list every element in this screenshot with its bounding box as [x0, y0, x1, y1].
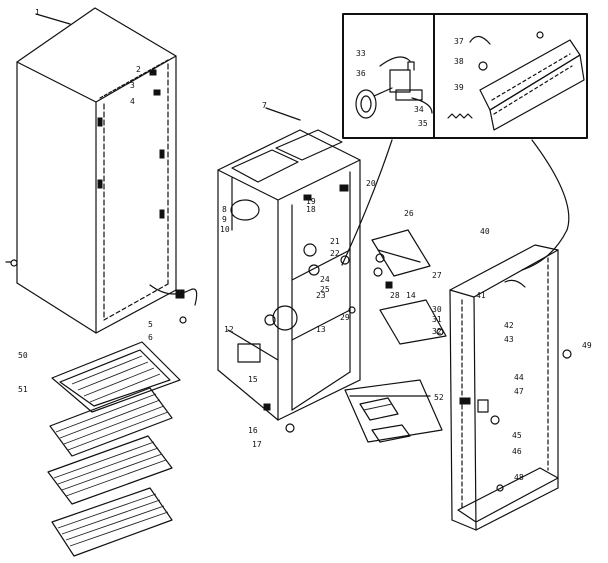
leader-lines [35, 13, 570, 397]
callout-46: 46 [512, 447, 522, 456]
callout-25: 25 [320, 285, 330, 294]
callout-4: 4 [130, 97, 135, 106]
wire-shelves [47, 387, 173, 557]
drip-tray [344, 379, 443, 443]
callout-21: 21 [330, 237, 340, 246]
callout-45: 45 [512, 431, 522, 440]
callout-19: 19 [306, 197, 316, 206]
callout-labels: 1 2 3 4 5 6 7 8 9 10 12 13 14 15 16 17 1… [18, 8, 592, 482]
callout-47: 47 [514, 387, 524, 396]
callout-39: 39 [454, 83, 464, 92]
callout-12: 12 [224, 325, 234, 334]
callout-22: 22 [330, 249, 340, 258]
callout-14: 14 [406, 291, 416, 300]
callout-8: 8 [222, 205, 227, 214]
callout-2: 2 [136, 65, 141, 74]
callout-26: 26 [404, 209, 414, 218]
callout-48: 48 [514, 473, 524, 482]
callout-23: 23 [316, 291, 326, 300]
callout-5: 5 [148, 320, 153, 329]
callout-9: 9 [222, 215, 227, 224]
freezer-door [449, 244, 572, 531]
evaporator-brackets [371, 229, 447, 345]
callout-49: 49 [582, 341, 592, 350]
callout-35: 35 [418, 119, 428, 128]
inner-liner [217, 129, 361, 433]
callout-10: 10 [220, 225, 230, 234]
callout-20: 20 [366, 179, 376, 188]
callout-51: 51 [18, 385, 28, 394]
callout-16: 16 [248, 426, 258, 435]
callout-34: 34 [414, 105, 424, 114]
callout-30: 30 [432, 305, 442, 314]
callout-37: 37 [454, 37, 464, 46]
callout-15: 15 [248, 375, 258, 384]
callout-50: 50 [18, 351, 28, 360]
callout-40: 40 [480, 227, 490, 236]
callout-33: 33 [356, 49, 366, 58]
callout-6: 6 [148, 333, 153, 342]
callout-17: 17 [252, 440, 262, 449]
callout-52: 52 [434, 393, 444, 402]
callout-29: 29 [340, 313, 350, 322]
callout-41: 41 [476, 291, 486, 300]
callout-44: 44 [514, 373, 524, 382]
ice-shelf [51, 341, 181, 413]
callout-3: 3 [130, 81, 135, 90]
callout-7: 7 [262, 101, 267, 110]
callout-13: 13 [316, 325, 326, 334]
outer-cabinet [5, 7, 198, 334]
callout-43: 43 [504, 335, 514, 344]
callout-28: 28 [390, 291, 400, 300]
callout-36: 36 [356, 69, 366, 78]
callout-38: 38 [454, 57, 464, 66]
callout-27: 27 [432, 271, 442, 280]
callout-24: 24 [320, 275, 330, 284]
callout-32: 32 [432, 327, 442, 336]
detail-inset [342, 13, 588, 139]
callout-1: 1 [35, 8, 40, 17]
callout-42: 42 [504, 321, 514, 330]
callout-18: 18 [306, 205, 316, 214]
callout-31: 31 [432, 315, 442, 324]
